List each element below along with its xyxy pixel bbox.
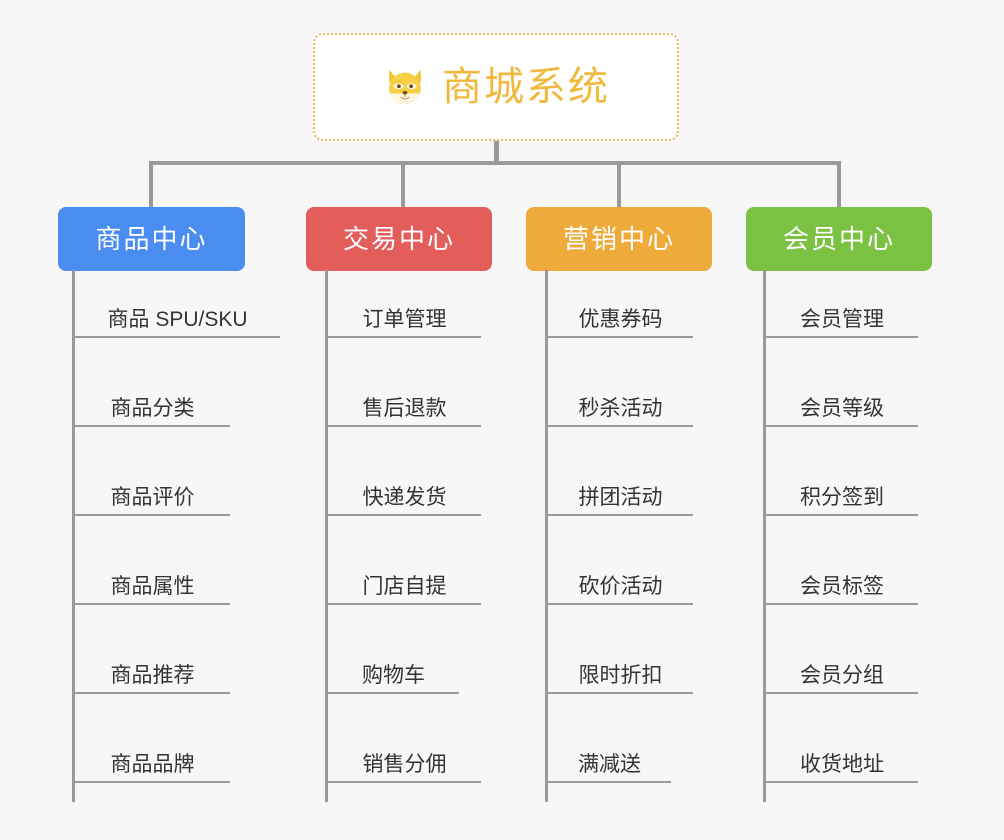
category-header-label: 商品中心 [95, 224, 208, 254]
leaf-item-label: 收货地址 [800, 752, 884, 776]
leaf-item-label: 满减送 [578, 752, 641, 776]
category-header-product[interactable]: 商品中心 [58, 207, 245, 271]
leaf-item-label: 会员管理 [800, 307, 884, 331]
leaf-spine [545, 270, 548, 802]
leaf-item[interactable]: 收货地址 [766, 694, 918, 783]
leaf-item[interactable]: 砍价活动 [548, 516, 693, 605]
connector-root-trunk [494, 141, 499, 164]
leaf-item-label: 订单管理 [362, 307, 447, 331]
category-header-label: 会员中心 [782, 224, 895, 254]
category-header-label: 交易中心 [342, 224, 455, 254]
category-header-label: 营销中心 [562, 224, 675, 254]
leaf-item-label: 会员等级 [800, 396, 884, 420]
leaf-item-label: 售后退款 [362, 396, 447, 420]
connector-drop-3 [617, 161, 621, 207]
leaf-item[interactable]: 商品 SPU/SKU [75, 270, 280, 338]
leaf-item-label: 商品属性 [110, 574, 195, 598]
connector-drop-4 [837, 161, 841, 207]
leaf-item-label: 商品品牌 [110, 752, 195, 776]
leaf-item-label: 商品分类 [110, 396, 195, 420]
leaf-spine [763, 270, 766, 802]
leaf-item[interactable]: 快递发货 [328, 427, 481, 516]
leaf-spine [72, 270, 75, 802]
leaf-item[interactable]: 销售分佣 [328, 694, 481, 783]
leaf-item[interactable]: 商品属性 [75, 516, 230, 605]
leaf-item[interactable]: 会员管理 [766, 270, 918, 338]
leaf-item[interactable]: 秒杀活动 [548, 338, 693, 427]
root-node-title: 商城系统 [442, 65, 610, 109]
leaf-item[interactable]: 商品分类 [75, 338, 230, 427]
leaf-item-label: 商品 SPU/SKU [107, 307, 248, 331]
leaf-item[interactable]: 订单管理 [328, 270, 481, 338]
leaf-item[interactable]: 限时折扣 [548, 605, 693, 694]
leaf-item-label: 快递发货 [362, 485, 447, 509]
category-header-marketing[interactable]: 营销中心 [526, 207, 712, 271]
leaf-item-label: 秒杀活动 [578, 396, 663, 420]
leaf-item-label: 销售分佣 [362, 752, 447, 776]
shiba-dog-face-icon [389, 69, 421, 105]
connector-drop-2 [401, 161, 405, 207]
leaf-item[interactable]: 商品品牌 [75, 694, 230, 783]
leaf-item-label: 购物车 [362, 663, 425, 687]
root-node-shop-system[interactable]: 商城系统 [313, 33, 679, 141]
leaf-spine [325, 270, 328, 802]
leaf-item-label: 会员分组 [800, 663, 884, 687]
leaf-item[interactable]: 优惠券码 [548, 270, 693, 338]
category-header-member[interactable]: 会员中心 [746, 207, 932, 271]
leaf-item[interactable]: 满减送 [548, 694, 671, 783]
leaf-item-label: 商品评价 [110, 485, 195, 509]
leaf-item-label: 拼团活动 [578, 485, 663, 509]
leaf-item-label: 优惠券码 [578, 307, 663, 331]
leaf-item-label: 门店自提 [362, 574, 447, 598]
leaf-item[interactable]: 购物车 [328, 605, 459, 694]
leaf-item[interactable]: 商品推荐 [75, 605, 230, 694]
connector-drop-1 [149, 161, 153, 207]
connector-horizontal-bus [149, 161, 841, 165]
leaf-item-label: 商品推荐 [110, 663, 195, 687]
leaf-item[interactable]: 门店自提 [328, 516, 481, 605]
leaf-item[interactable]: 会员等级 [766, 338, 918, 427]
leaf-item-label: 砍价活动 [578, 574, 663, 598]
leaf-item[interactable]: 售后退款 [328, 338, 481, 427]
leaf-item[interactable]: 拼团活动 [548, 427, 693, 516]
leaf-item[interactable]: 商品评价 [75, 427, 230, 516]
leaf-item[interactable]: 会员分组 [766, 605, 918, 694]
category-header-trade[interactable]: 交易中心 [306, 207, 492, 271]
leaf-item-label: 积分签到 [800, 485, 884, 509]
leaf-item-label: 限时折扣 [578, 663, 663, 687]
leaf-item-label: 会员标签 [800, 574, 884, 598]
leaf-item[interactable]: 会员标签 [766, 516, 918, 605]
leaf-item[interactable]: 积分签到 [766, 427, 918, 516]
